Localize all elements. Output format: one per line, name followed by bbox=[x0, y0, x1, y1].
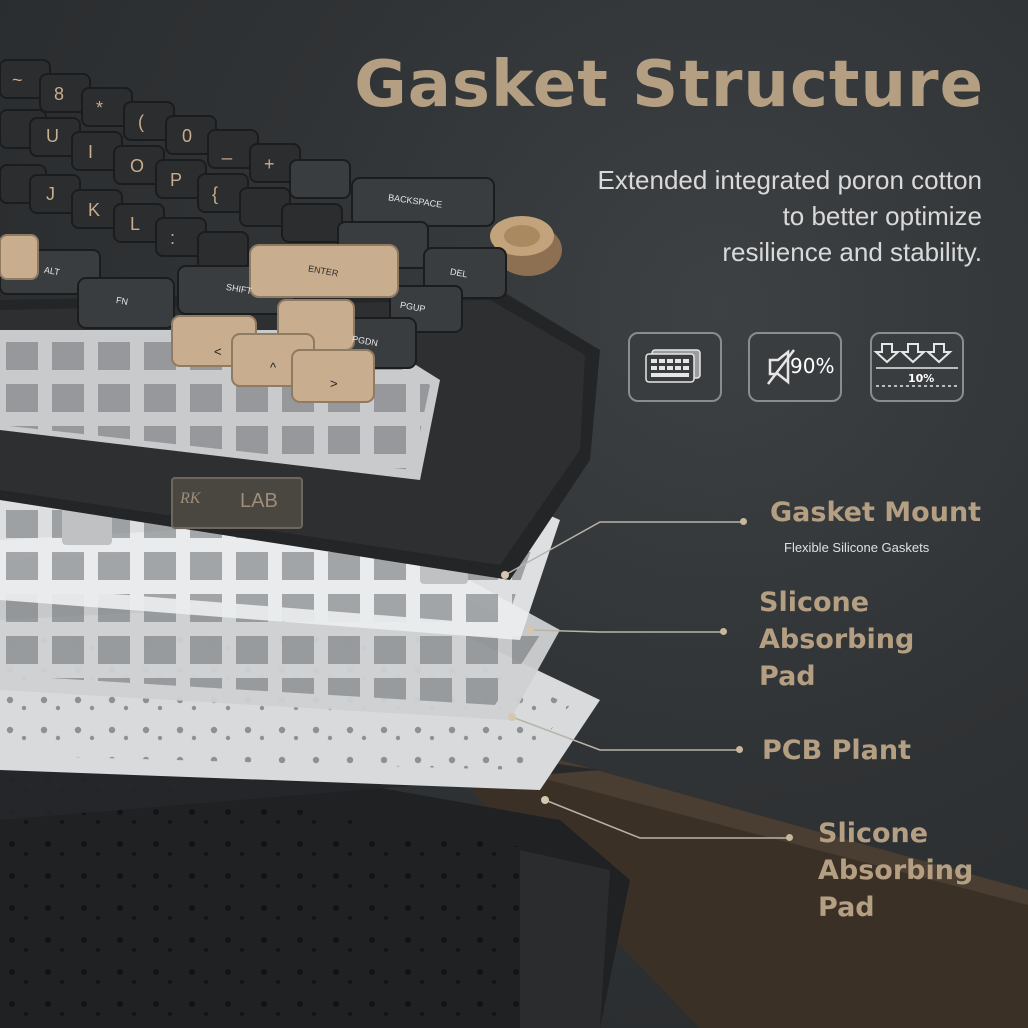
svg-text:K: K bbox=[88, 200, 100, 220]
svg-text:U: U bbox=[46, 126, 59, 146]
layer-label-line: Slicone bbox=[759, 587, 870, 618]
layer-label-line: Gasket Mount bbox=[770, 497, 982, 528]
svg-text:+: + bbox=[264, 154, 275, 174]
leader-dot bbox=[786, 834, 793, 841]
layer-label-line: Absorbing bbox=[818, 855, 974, 886]
svg-text:>: > bbox=[330, 376, 338, 391]
pressure-absorb-icon: 10% bbox=[870, 332, 964, 402]
svg-text:*: * bbox=[96, 98, 103, 118]
layer-label-line: Absorbing bbox=[759, 624, 915, 655]
page-title: Gasket Structure bbox=[354, 48, 984, 122]
layer-caption-gasket-mount: Flexible Silicone Gaskets bbox=[784, 540, 930, 555]
leader-dot bbox=[720, 628, 727, 635]
svg-text:~: ~ bbox=[12, 70, 23, 90]
noise-reduction-icon: 90% bbox=[748, 332, 842, 402]
layer-label-line: Slicone bbox=[818, 818, 929, 849]
svg-text:^: ^ bbox=[270, 360, 277, 375]
layer-label-pcb-plant: PCB Plant bbox=[762, 732, 911, 769]
badge-model: LAB bbox=[240, 490, 278, 512]
svg-text:I: I bbox=[88, 142, 93, 162]
svg-text:(: ( bbox=[138, 112, 144, 132]
svg-text:<: < bbox=[214, 344, 222, 359]
leader-dot bbox=[736, 746, 743, 753]
layer-label-gasket-mount: Gasket Mount bbox=[770, 494, 981, 531]
svg-text:P: P bbox=[170, 170, 182, 190]
layer-label-line: Pad bbox=[818, 892, 875, 923]
description-line: Extended integrated poron cotton bbox=[597, 165, 982, 195]
leader-dot bbox=[740, 518, 747, 525]
svg-text:L: L bbox=[130, 214, 140, 234]
key-fn-label: FN bbox=[115, 295, 129, 307]
svg-text:0: 0 bbox=[182, 126, 192, 146]
description-line: resilience and stability. bbox=[722, 237, 982, 267]
svg-text:J: J bbox=[46, 184, 55, 204]
svg-text:O: O bbox=[130, 156, 144, 176]
keycaps: ~8 * (0 _ + U I O P { J K L : < ^ > bbox=[0, 59, 507, 403]
layer-label-upper-silicone-pad: Slicone Absorbing Pad bbox=[759, 584, 914, 695]
poron-cotton-layers-icon bbox=[628, 332, 722, 402]
badge-brand: RK bbox=[180, 490, 201, 507]
pressure-absorb-value: 10% bbox=[908, 372, 935, 385]
svg-text:_: _ bbox=[221, 140, 233, 161]
desk-mat bbox=[470, 760, 1028, 1028]
leader-lines bbox=[504, 521, 790, 839]
layer-label-lower-silicone-pad: Slicone Absorbing Pad bbox=[818, 815, 973, 926]
svg-text:8: 8 bbox=[54, 84, 64, 104]
svg-text::: : bbox=[170, 228, 175, 248]
noise-reduction-value: 90% bbox=[790, 354, 835, 378]
layer-label-line: PCB Plant bbox=[762, 735, 911, 766]
svg-text:{: { bbox=[212, 184, 218, 204]
layer-label-line: Pad bbox=[759, 661, 816, 692]
description-line: to better optimize bbox=[782, 201, 982, 231]
page-description: Extended integrated poron cotton to bett… bbox=[502, 162, 982, 270]
